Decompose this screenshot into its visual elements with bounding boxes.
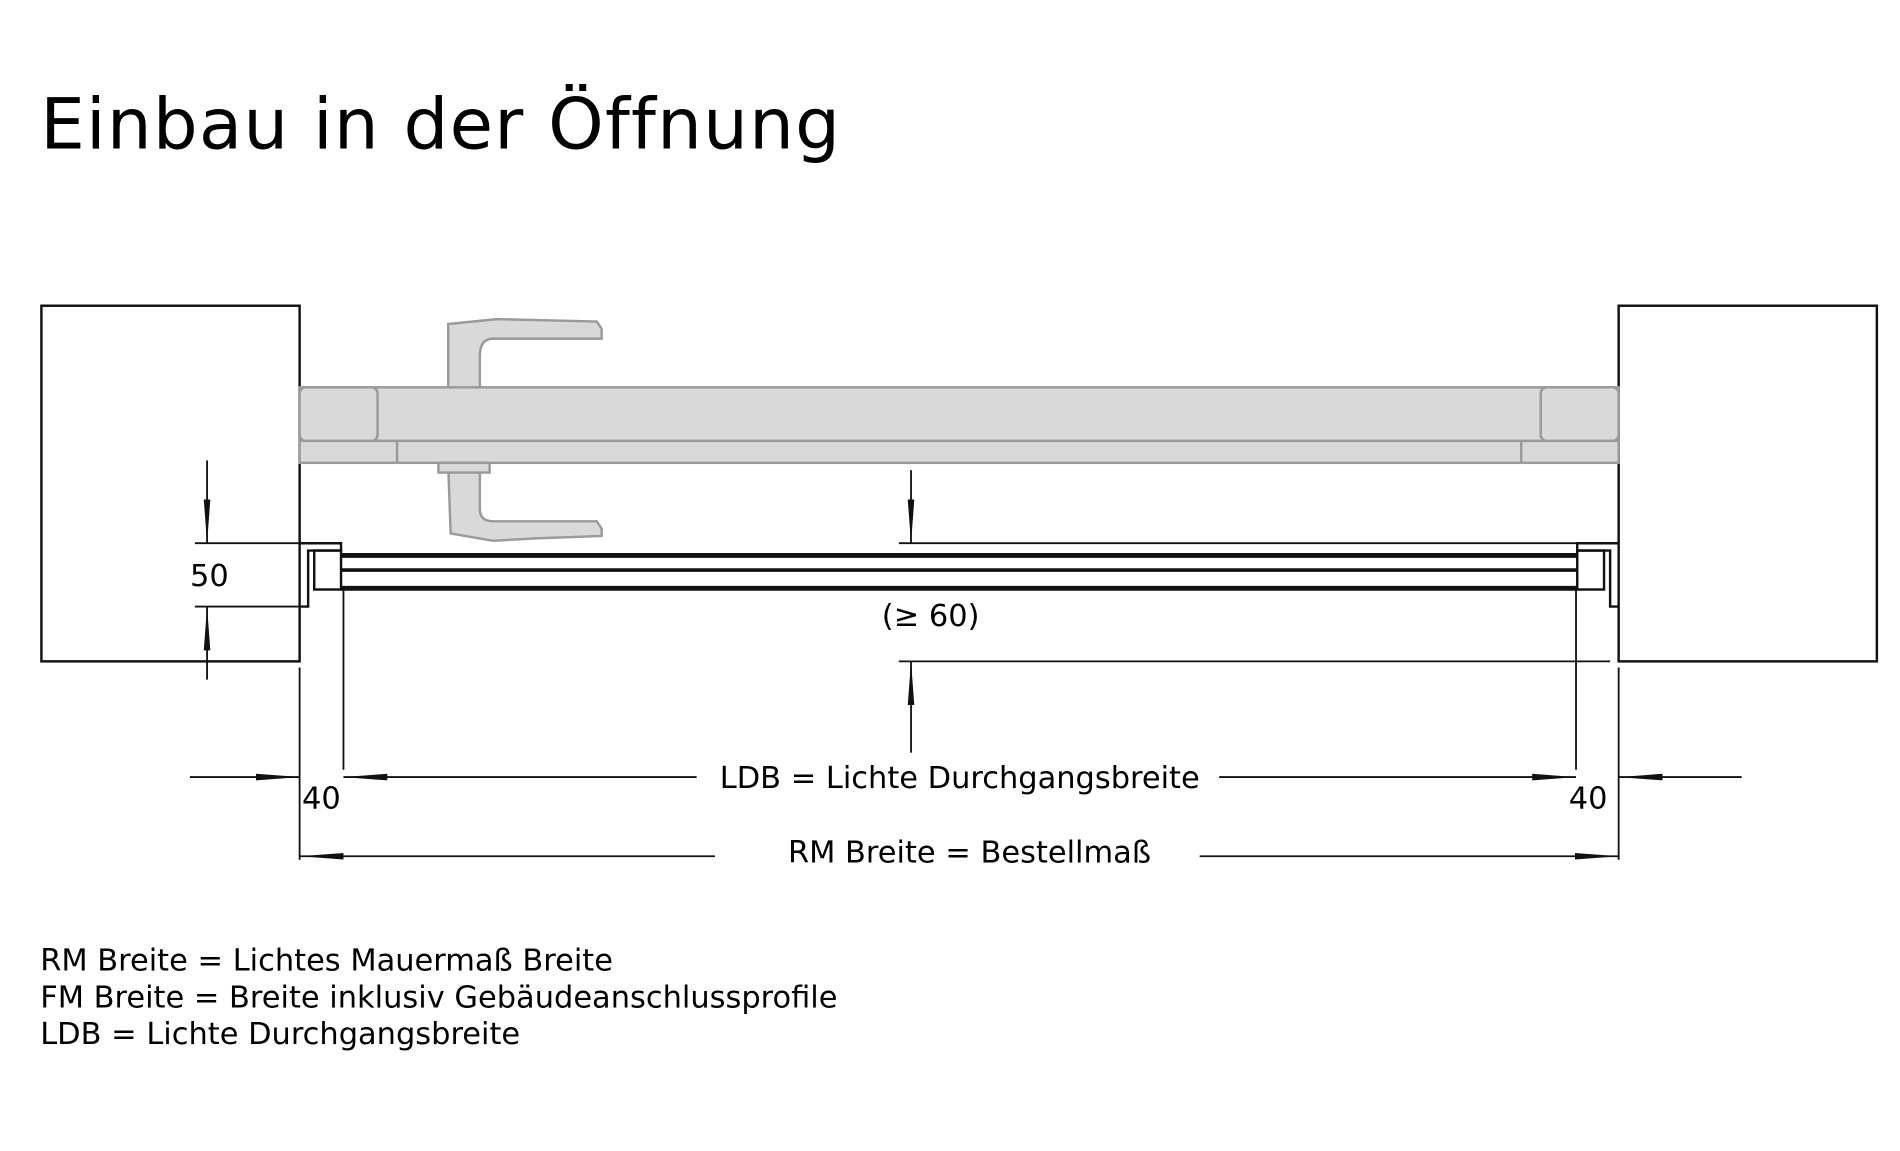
- door-leaf: [299, 542, 1619, 608]
- dimension-50: [194, 460, 300, 680]
- legend-fm: FM Breite = Breite inklusiv Gebäudeansch…: [40, 980, 837, 1015]
- page-title: Einbau in der Öffnung: [40, 83, 841, 166]
- ldb-label: LDB = Lichte Durchgangsbreite: [720, 761, 1200, 796]
- dimension-gap-label: (≥ 60): [882, 599, 980, 634]
- legend-rm: RM Breite = Lichtes Mauermaß Breite: [40, 944, 613, 979]
- rm-label: RM Breite = Bestellmaß: [788, 835, 1151, 870]
- legend-ldb: LDB = Lichte Durchgangsbreite: [40, 1017, 520, 1052]
- dimension-gap: [898, 470, 1611, 753]
- dimension-50-label: 50: [190, 559, 229, 594]
- panic-bar: [298, 317, 1620, 543]
- right-wall: [1617, 304, 1879, 663]
- right-offset-label: 40: [1569, 782, 1608, 817]
- left-wall: [40, 304, 301, 663]
- handle-upper: [446, 317, 603, 391]
- left-offset-label: 40: [302, 782, 341, 817]
- handle-lower: [446, 464, 603, 543]
- extension-lines: [298, 589, 1620, 860]
